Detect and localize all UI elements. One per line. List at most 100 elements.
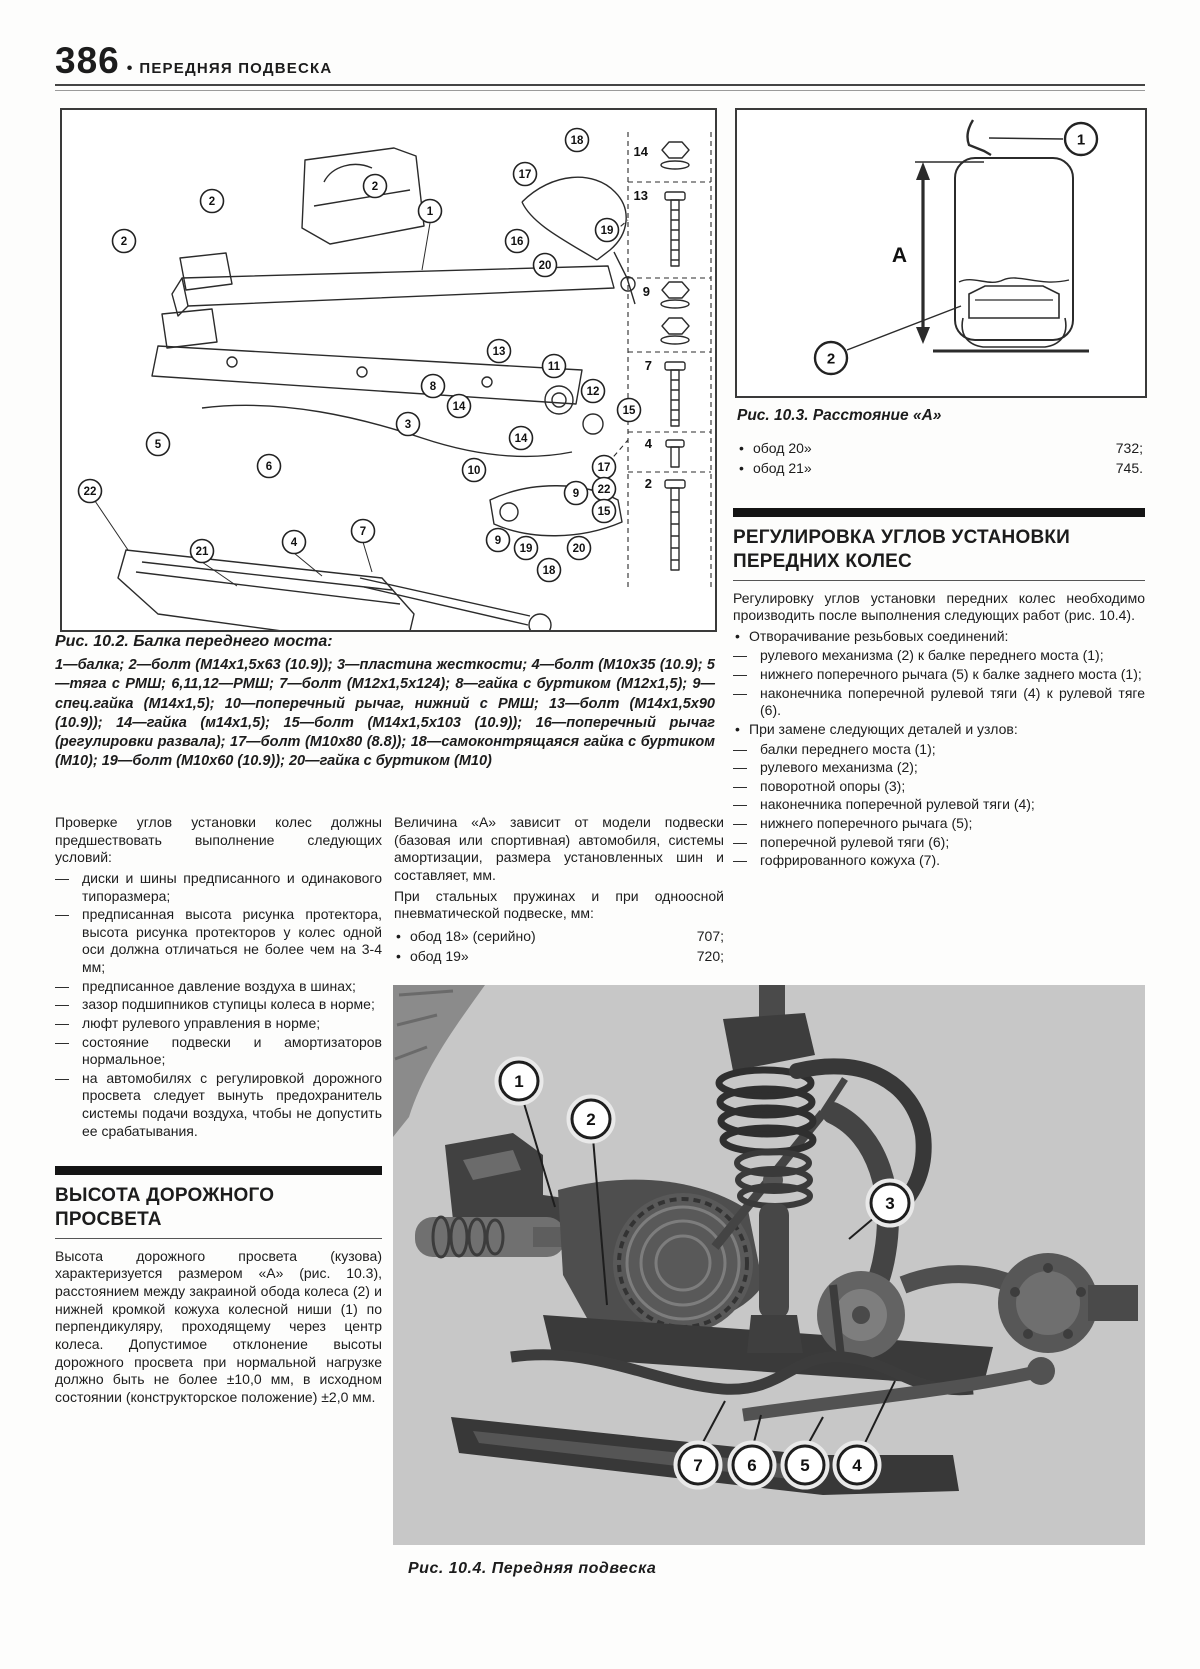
spec-value: 732; <box>1115 440 1143 456</box>
callout-number: 7 <box>693 1456 702 1475</box>
ride-height-section: ВЫСОТА ДОРОЖНОГО ПРОСВЕТА Высота дорожно… <box>55 1166 382 1406</box>
callout-number: 2 <box>372 181 378 193</box>
callout-number: 2 <box>827 351 835 368</box>
callout-number: 12 <box>587 386 600 398</box>
callout-number: 8 <box>430 381 437 393</box>
list-item: предписанное давление воздуха в шинах; <box>55 978 382 996</box>
section-rule <box>733 579 1145 581</box>
callout-number: 15 <box>598 506 611 518</box>
list-item: на автомобилях с регулировкой дорожного … <box>55 1070 382 1141</box>
figure-10-3-caption: Рис. 10.3. Расстояние «А» <box>737 407 942 424</box>
list-item: нижнего поперечного рычага (5) к балке з… <box>733 666 1145 684</box>
spec-row: обод 21» 745. <box>737 458 1143 479</box>
hardware-label: 7 <box>645 358 652 373</box>
callout-number: 17 <box>519 169 532 181</box>
callout-number: 17 <box>598 462 611 474</box>
figure-10-4-caption: Рис. 10.4. Передняя подвеска <box>408 1560 657 1577</box>
spec-value: 720; <box>696 948 724 965</box>
list-item: наконечника поперечной рулевой тяги (4) … <box>733 685 1145 720</box>
spec-value: 707; <box>696 927 724 944</box>
left-column: Проверке углов установки колес должны пр… <box>55 814 382 1409</box>
spec-row: обод 20» 732; <box>737 438 1143 459</box>
list-item: состояние подвески и амортизаторов норма… <box>55 1034 382 1069</box>
callout-number: 22 <box>598 484 611 496</box>
rim-distance-specs: обод 20» 732; обод 21» 745. <box>737 438 1143 479</box>
figure-10-3-distance-a-diagram: А 1 2 <box>735 108 1147 398</box>
callout-number: 9 <box>573 488 579 500</box>
figure-caption-title: Рис. 10.2. Балка переднего моста: <box>55 633 333 650</box>
suspension-photo-drawing: 1 2 3 7 6 5 4 <box>393 985 1145 1545</box>
section-heading: РЕГУЛИРОВКА УГЛОВ УСТАНОВКИ ПЕРЕДНИХ КОЛ… <box>733 527 1071 572</box>
dimension-a-label: А <box>892 244 907 267</box>
spec-label: обод 21» <box>737 458 812 479</box>
callout-number: 13 <box>493 346 506 358</box>
spec-label: обод 19» <box>394 946 469 967</box>
list-item: балки переднего моста (1); <box>733 741 1145 759</box>
list-item: наконечника поперечной рулевой тяги (4); <box>733 796 1145 814</box>
spec-label: обод 20» <box>737 438 812 459</box>
figure-10-2-caption: Рис. 10.2. Балка переднего моста: 1—балк… <box>55 633 715 772</box>
callout-number: 14 <box>515 433 528 445</box>
paragraph: При стальных пружинах и при одноосной пн… <box>394 887 724 922</box>
callout-number: 19 <box>520 543 533 555</box>
callout-number: 7 <box>360 526 366 538</box>
section-rule <box>55 1237 382 1239</box>
callout-number: 4 <box>852 1456 862 1475</box>
hardware-label: 9 <box>643 284 650 299</box>
callout-number: 15 <box>623 405 636 417</box>
figure-10-2-front-axle-beam-diagram: 14 13 9 7 4 2 18 17 2 1 2 19 16 20 2 13 … <box>60 108 717 665</box>
callout-number: 1 <box>1077 132 1085 149</box>
hardware-label: 14 <box>634 144 649 159</box>
spec-row: обод 18» (серийно) 707; <box>394 926 724 947</box>
paragraph: Проверке углов установки колес должны пр… <box>55 814 382 866</box>
callout-number: 22 <box>84 486 97 498</box>
callout-number: 18 <box>543 565 556 577</box>
page-number: 386 <box>55 40 120 81</box>
paragraph: Высота дорожного просвета (кузова) харак… <box>55 1247 382 1405</box>
list-item: зазор подшипников ступицы колеса в норме… <box>55 996 382 1014</box>
callout-number: 21 <box>196 546 209 558</box>
callout-number: 20 <box>539 260 552 272</box>
callout-number: 6 <box>266 461 272 473</box>
figure-caption-parts-list: 1—балка; 2—болт (М14х1,5х63 (10.9)); 3—п… <box>55 657 715 770</box>
section-bar <box>55 1166 382 1176</box>
list-item: диски и шины предписанного и одинакового… <box>55 870 382 905</box>
chapter-title: ПЕРЕДНЯЯ ПОДВЕСКА <box>139 60 333 77</box>
list-item: гофрированного кожуха (7). <box>733 852 1145 870</box>
hardware-column-labels: 14 13 9 7 4 2 <box>634 144 653 491</box>
paragraph: Величина «А» зависит от модели подвески … <box>394 814 724 883</box>
callout-number: 5 <box>800 1456 809 1475</box>
page-header: 386 • ПЕРЕДНЯЯ ПОДВЕСКА <box>55 42 1145 91</box>
distance-a-drawing: А 1 2 <box>813 119 1099 376</box>
fig2-callouts: 18 17 2 1 2 19 16 20 2 13 11 12 15 8 14 … <box>77 127 642 583</box>
spec-row: обод 19» 720; <box>394 946 724 967</box>
figure-10-4-front-suspension-photo: 1 2 3 7 6 5 4 <box>393 985 1145 1545</box>
section-bar <box>733 508 1145 517</box>
middle-column: Величина «А» зависит от модели подвески … <box>394 814 724 967</box>
list-item: поперечной рулевой тяги (6); <box>733 834 1145 852</box>
callout-number: 1 <box>514 1072 523 1091</box>
bullet-item: Отворачивание резьбовых соединений: <box>733 628 1145 646</box>
hardware-label: 2 <box>645 476 652 491</box>
loosen-list: рулевого механизма (2) к балке переднего… <box>733 647 1145 720</box>
callout-number: 1 <box>427 206 434 218</box>
hardware-label: 13 <box>634 188 648 203</box>
paragraph: Регулировку углов установки передних кол… <box>733 589 1145 624</box>
conditions-list: диски и шины предписанного и одинакового… <box>55 870 382 1140</box>
bullet-item: При замене следующих деталей и узлов: <box>733 721 1145 739</box>
alignment-section: РЕГУЛИРОВКА УГЛОВ УСТАНОВКИ ПЕРЕДНИХ КОЛ… <box>733 508 1145 871</box>
callout-number: 9 <box>495 535 501 547</box>
callout-number: 11 <box>548 361 561 373</box>
replace-list: балки переднего моста (1); рулевого меха… <box>733 741 1145 870</box>
callout-number: 16 <box>511 236 524 248</box>
callout-number: 20 <box>573 543 586 555</box>
hardware-label: 4 <box>645 436 653 451</box>
callout-number: 10 <box>468 465 481 477</box>
callout-number: 2 <box>121 236 127 248</box>
list-item: рулевого механизма (2) к балке переднего… <box>733 647 1145 665</box>
list-item: люфт рулевого управления в норме; <box>55 1015 382 1033</box>
header-separator-dot: • <box>126 60 133 77</box>
header-rule <box>55 84 1145 91</box>
callout-number: 19 <box>601 225 614 237</box>
